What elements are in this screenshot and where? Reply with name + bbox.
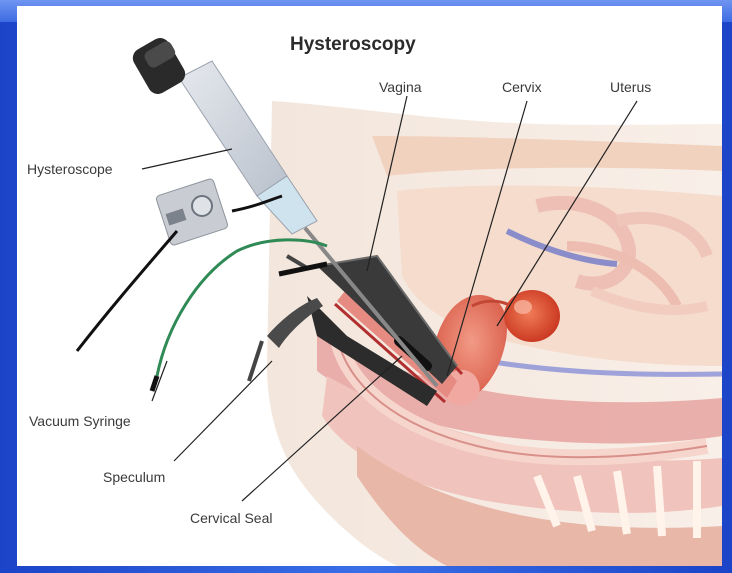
label-cervical-seal: Cervical Seal [190,510,272,526]
control-box [155,178,228,246]
label-vagina: Vagina [379,79,422,95]
bladder-organ [504,290,560,342]
label-speculum: Speculum [103,469,165,485]
diagram-title: Hysteroscopy [290,34,416,55]
label-cervix: Cervix [502,79,542,95]
hysteroscopy-illustration: Hysteroscopy Vagina Cervix Uterus Hyster… [17,6,722,566]
label-hysteroscope: Hysteroscope [27,161,113,177]
leader-speculum [174,361,272,461]
diagram-panel: Hysteroscopy Vagina Cervix Uterus Hyster… [17,6,722,566]
leader-hysteroscope [142,149,232,169]
label-vacuum-syringe: Vacuum Syringe [29,413,131,429]
label-uterus: Uterus [610,79,651,95]
